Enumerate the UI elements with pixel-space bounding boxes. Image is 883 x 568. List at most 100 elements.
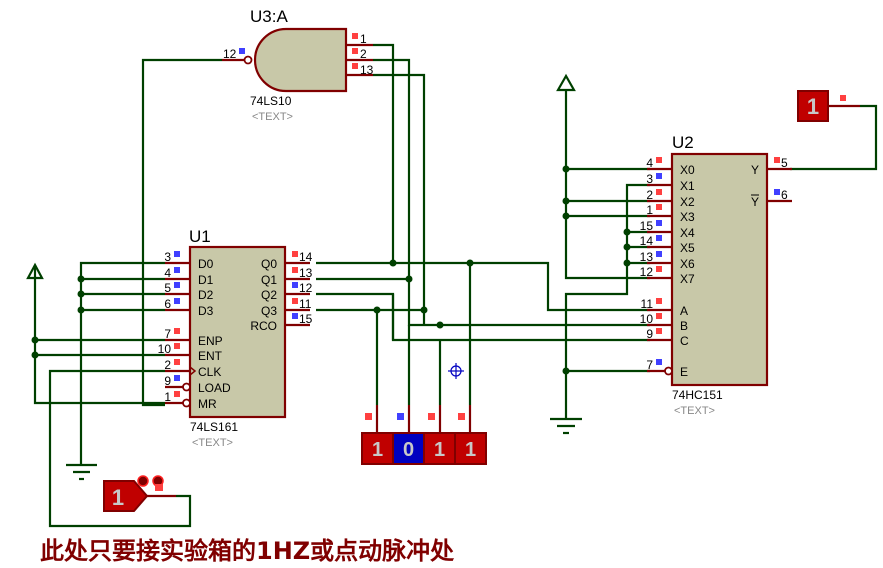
junction xyxy=(373,306,381,314)
pin-label: D2 xyxy=(198,288,214,302)
probe-digit-value: 1 xyxy=(434,439,445,461)
wire-q0-to-nand-in1[interactable] xyxy=(373,43,395,263)
pin-state-low xyxy=(239,48,245,54)
pin-label: D0 xyxy=(198,257,214,271)
probe-digit-value: 1 xyxy=(465,439,476,461)
pin-label: CLK xyxy=(198,365,221,379)
u1-body xyxy=(188,245,287,419)
power-arrow-icon xyxy=(556,73,576,92)
wire-q1-to-b[interactable] xyxy=(316,277,650,327)
pin-state-low xyxy=(292,282,298,288)
pin-state-low xyxy=(174,251,180,257)
pin-state-high xyxy=(155,484,163,491)
pin-state-high xyxy=(774,157,780,163)
pin-state-high xyxy=(352,33,358,39)
probe-digit-box xyxy=(423,432,456,465)
junction xyxy=(31,351,39,359)
pin-number: 7 xyxy=(164,327,171,341)
pin-y[interactable]: 6Y xyxy=(751,188,792,209)
pin-number: 11 xyxy=(299,297,312,311)
pin-state-low xyxy=(656,235,662,241)
power-terminal-right[interactable] xyxy=(556,73,576,92)
junction xyxy=(405,275,413,283)
wire-nand-out-to-load[interactable] xyxy=(141,58,222,407)
pin-number: 2 xyxy=(164,358,171,372)
wire-ground-right[interactable] xyxy=(564,183,650,420)
wires xyxy=(33,43,878,528)
u2-ref: U2 xyxy=(672,133,694,152)
ground-terminal-right[interactable] xyxy=(550,417,582,435)
junctions xyxy=(31,165,631,375)
junction xyxy=(466,259,474,267)
wire-vcc-to-mr[interactable] xyxy=(33,280,165,405)
output-logic-probe[interactable]: 1 xyxy=(797,90,860,122)
crosshair-cursor-icon xyxy=(448,363,464,379)
pin-number: 13 xyxy=(360,63,374,77)
caption-note: 此处只要接实验箱的1HZ或点动脉冲处 xyxy=(40,537,455,565)
probe-digit-box xyxy=(454,432,487,465)
ground-terminal-left[interactable] xyxy=(66,463,97,481)
wire-q0-to-a[interactable] xyxy=(316,261,650,312)
probe-digit-value: 1 xyxy=(372,439,383,461)
junction xyxy=(623,228,631,236)
pin-state-low xyxy=(656,251,662,257)
clock-logic-state-source[interactable]: 1 xyxy=(103,475,176,512)
pin-y[interactable]: 5Y xyxy=(751,156,792,177)
wire-clk[interactable] xyxy=(48,369,192,528)
wire-y-out[interactable] xyxy=(790,104,878,171)
u2-body xyxy=(670,152,769,387)
toggle-up-icon[interactable] xyxy=(137,475,149,487)
wire-q1-to-nand-in2[interactable] xyxy=(373,58,411,279)
wire-data-to-ground[interactable] xyxy=(79,261,165,465)
pin-label: A xyxy=(680,304,688,318)
power-terminal-left[interactable] xyxy=(26,262,44,280)
pin-label: X6 xyxy=(680,257,695,271)
wire-q2-to-c[interactable] xyxy=(316,292,650,342)
pin-state-low xyxy=(174,298,180,304)
wire-vcc-right[interactable] xyxy=(564,90,650,280)
probe-digit: 1 xyxy=(361,405,394,465)
pin-state-low xyxy=(397,413,404,420)
nand-gate-body-icon xyxy=(253,27,348,93)
pin-state-high xyxy=(174,328,180,334)
junction xyxy=(420,306,428,314)
pin-label: D1 xyxy=(198,273,214,287)
probe-digit-box xyxy=(361,432,394,465)
pin-number: 10 xyxy=(640,312,654,326)
wire-q3-to-nand-in3[interactable] xyxy=(373,73,426,310)
u3-nand-gate[interactable]: U3:A 1 2 13 12 74LS10 <TEXT> xyxy=(222,7,374,123)
pin-number: 6 xyxy=(164,297,171,311)
pin-state-high xyxy=(352,63,358,69)
pin-label: E xyxy=(680,365,688,379)
inversion-bubble-icon xyxy=(243,55,253,65)
pin-number: 6 xyxy=(781,188,788,202)
